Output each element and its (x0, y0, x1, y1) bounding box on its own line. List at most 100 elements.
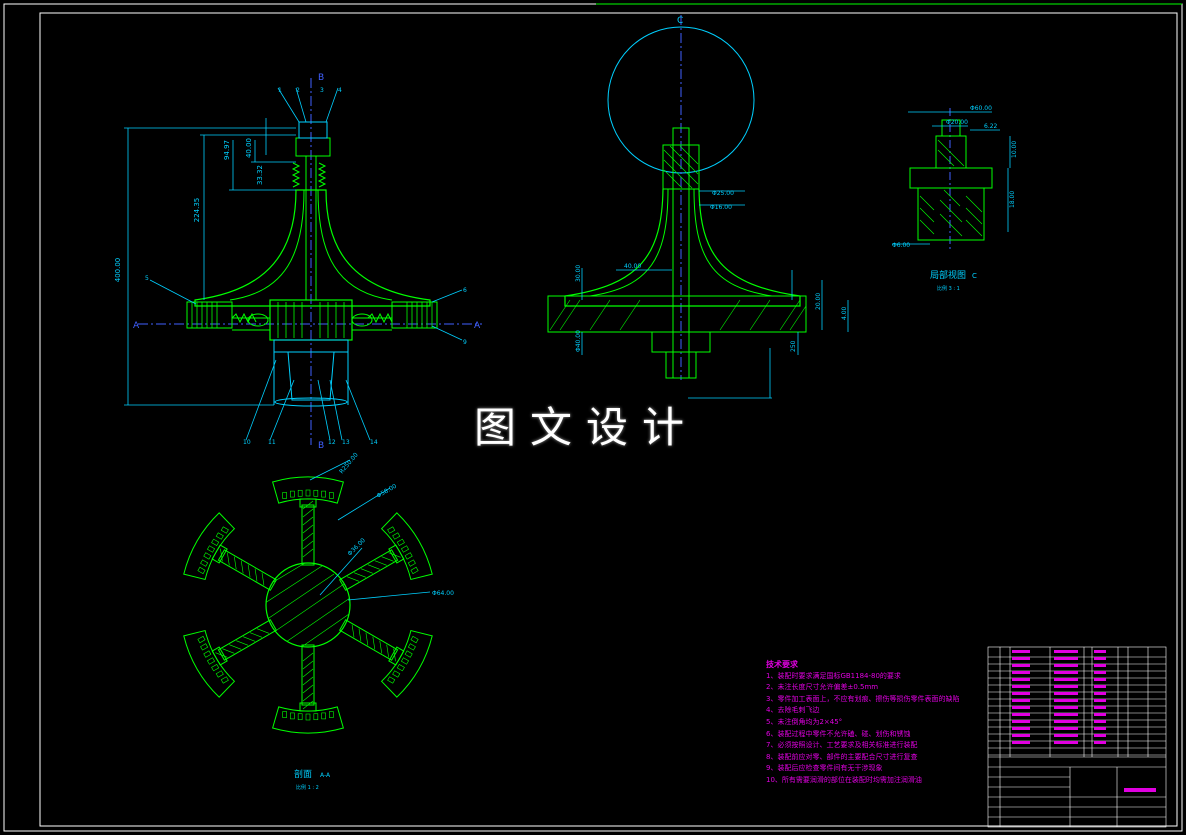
dim-top-width: 40.00 (245, 138, 253, 158)
title-block-entry (1012, 727, 1030, 730)
side-view: Φ25.00 Φ16.00 40.00 30.00 Φ40.00 250 20.… (547, 15, 849, 399)
balloon-11: 11 (268, 439, 276, 446)
note-item: 8、装配前应对零、部件的主要配合尺寸进行复查 (766, 752, 918, 761)
balloon-1: 1 (278, 87, 282, 94)
title-block-entry (1012, 678, 1030, 681)
title-block-entry (1094, 734, 1106, 737)
side-dim-6: 20.00 (815, 293, 822, 310)
title-block-entry (1094, 678, 1106, 681)
title-block-entry (1012, 699, 1030, 702)
technical-notes: 技术要求 1、装配时要求满足国标GB1184-80的要求 2、未注长度尺寸允许偏… (766, 659, 981, 787)
section-mark-left: A (133, 321, 140, 331)
balloon-4: 4 (338, 87, 342, 94)
spoke-arm (272, 644, 344, 734)
title-block-entry (1054, 699, 1078, 702)
section-scale: 比例 1 : 2 (296, 784, 319, 791)
title-block-entry (1054, 671, 1078, 674)
title-block-entry (1054, 650, 1078, 653)
title-block-entry (1054, 734, 1078, 737)
section-mark-top: B (318, 73, 324, 83)
section-mark: A-A (320, 772, 331, 779)
detail-dim-5: Φ6.00 (892, 242, 910, 249)
title-block-entry (1012, 650, 1030, 653)
title-block-entry (1094, 685, 1106, 688)
watermark: 图文设计 (474, 403, 699, 452)
title-block-entry (1094, 664, 1106, 667)
balloon-5: 5 (145, 275, 149, 282)
balloon-13: 13 (342, 439, 350, 446)
note-item: 2、未注长度尺寸允许偏差±0.5mm (766, 683, 879, 692)
title-block-entry (1012, 671, 1030, 674)
title-block-entry (1012, 741, 1030, 744)
dim-top-height: 94.97 (223, 140, 231, 160)
title-block-entry (1012, 706, 1030, 709)
detail-title: 局部视图 (930, 269, 966, 281)
balloon-14: 14 (370, 439, 378, 446)
title-block-entry (1094, 657, 1106, 660)
section-mark-bottom: B (318, 441, 324, 451)
note-item: 6、装配过程中零件不允许磕、碰、划伤和锈蚀 (766, 729, 911, 738)
title-block-entry (1054, 692, 1078, 695)
title-block-entry (1094, 671, 1106, 674)
title-block-entry (1012, 713, 1030, 716)
detail-view: Φ60.00 Φ20.00 6.22 10.00 18.00 Φ6.00 局部视… (892, 105, 1018, 292)
side-top-mark: C (677, 16, 683, 26)
title-block-entry (1012, 692, 1030, 695)
detail-dim-1: Φ20.00 (946, 119, 968, 126)
dim-spring-height: 33.32 (256, 165, 264, 185)
detail-mark: C (972, 272, 977, 280)
balloon-10: 10 (243, 439, 251, 446)
side-dim-2: 40.00 (624, 263, 641, 270)
spoke-arm (338, 619, 433, 698)
balloon-12: 12 (328, 439, 336, 446)
detail-dim-2: 6.22 (984, 123, 998, 130)
title-block-entry (1012, 657, 1030, 660)
title-block-entry (1054, 727, 1078, 730)
title-block-drawing-name (1124, 788, 1156, 792)
title-block-entry (1094, 727, 1106, 730)
title-block-entry (1054, 664, 1078, 667)
dim-shaft-height: 224.35 (193, 198, 201, 223)
main-view: 400.00 224.35 94.97 40.00 33.32 1 2 3 4 … (114, 73, 482, 451)
note-item: 5、未注倒角均为2×45° (766, 717, 843, 726)
note-item: 1、装配时要求满足国标GB1184-80的要求 (766, 671, 901, 680)
title-block-entry (1054, 713, 1078, 716)
title-block-entry (1054, 657, 1078, 660)
side-dim-5: 250 (790, 340, 797, 352)
title-block-entry (1094, 706, 1106, 709)
section-mark-right: A (474, 321, 481, 331)
balloon-9: 9 (463, 339, 467, 346)
detail-dim-4: 18.00 (1009, 191, 1016, 208)
spoke-arm (183, 512, 278, 591)
side-dim-0: Φ25.00 (712, 190, 734, 197)
section-dim-3: Φ64.00 (432, 590, 454, 597)
title-block-entry (1054, 685, 1078, 688)
title-block-entry (1012, 734, 1030, 737)
title-block-entry (1094, 720, 1106, 723)
title-block-entry (1012, 720, 1030, 723)
title-block-entry (1054, 741, 1078, 744)
side-dim-4: Φ40.00 (575, 330, 582, 352)
title-block-entry (1054, 720, 1078, 723)
balloon-6: 6 (463, 287, 467, 294)
title-block-entry (1054, 678, 1078, 681)
title-block-entry (1054, 706, 1078, 709)
note-item: 7、必须按照设计、工艺要求及相关标准进行装配 (766, 741, 918, 750)
title-block-entry (1094, 741, 1106, 744)
side-dim-1: Φ16.00 (710, 204, 732, 211)
title-block-entry (1094, 699, 1106, 702)
balloon-3: 3 (320, 87, 324, 94)
title-block-entry (1094, 692, 1106, 695)
note-item: 10、所有需要润滑的部位在装配时均需加注润滑油 (766, 775, 922, 784)
note-item: 9、装配后应检查零件间有无干涉现象 (766, 764, 883, 773)
notes-title: 技术要求 (766, 660, 798, 669)
inner-frame (39, 12, 1178, 827)
spoke-arm (183, 619, 278, 698)
note-item: 3、零件加工表面上，不应有划痕、擦伤等损伤零件表面的缺陷 (766, 694, 960, 703)
side-dim-3: 30.00 (575, 265, 582, 282)
section-title: 剖面 (294, 768, 312, 780)
spoke-arm (272, 476, 344, 566)
title-block-entry (1012, 685, 1030, 688)
title-block-entry (1094, 650, 1106, 653)
